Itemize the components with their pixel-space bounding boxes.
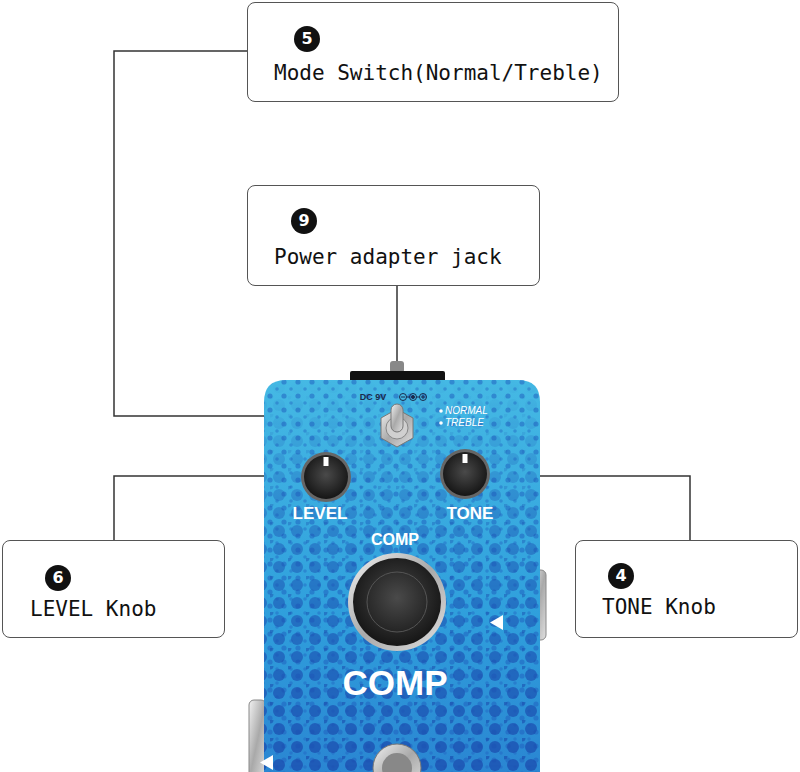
callout-text: Power adapter jack bbox=[274, 245, 536, 270]
mode-label: TREBLE bbox=[445, 418, 484, 428]
callout-number: 6 bbox=[45, 565, 71, 591]
knob-label: TONE bbox=[447, 505, 494, 522]
callout-text: Mode Switch(Normal/Treble) bbox=[274, 61, 614, 86]
knob-label: LEVEL bbox=[293, 505, 348, 522]
level-knob bbox=[301, 452, 351, 502]
power-rating: DC 9V bbox=[360, 393, 387, 402]
callout-box: 9Power adapter jack bbox=[247, 185, 540, 286]
knob-label: COMP bbox=[371, 532, 419, 548]
callout-number: 4 bbox=[608, 563, 634, 589]
pedal-body bbox=[264, 380, 540, 772]
tone-knob bbox=[440, 449, 490, 499]
callout-text: TONE Knob bbox=[602, 595, 792, 620]
callout-box: 6LEVEL Knob bbox=[2, 540, 225, 638]
toggle-switch bbox=[381, 404, 413, 447]
callout-box: 5Mode Switch(Normal/Treble) bbox=[247, 2, 619, 102]
input-arrow bbox=[260, 755, 273, 770]
callout-number: 9 bbox=[291, 208, 317, 234]
mode-dot bbox=[439, 409, 443, 413]
output-arrow bbox=[490, 615, 503, 630]
pedal-name: COMP bbox=[343, 665, 448, 700]
callout-box: 4TONE Knob bbox=[575, 540, 798, 638]
mode-label: NORMAL bbox=[445, 406, 488, 416]
footswitch bbox=[373, 744, 421, 772]
callout-text: LEVEL Knob bbox=[30, 597, 220, 622]
comp-knob bbox=[348, 553, 446, 651]
polarity-symbol bbox=[400, 394, 427, 401]
callout-number: 5 bbox=[294, 26, 320, 52]
mode-dot bbox=[439, 421, 443, 425]
